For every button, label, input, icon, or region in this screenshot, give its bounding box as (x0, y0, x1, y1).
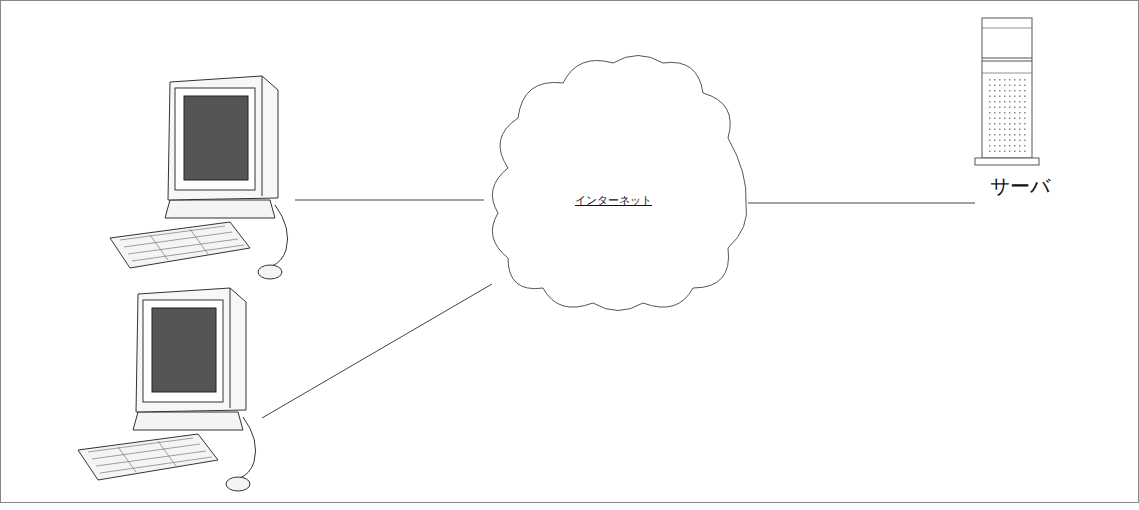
server-label: サーバ (990, 173, 1050, 200)
cloud-outline (478, 48, 748, 316)
computer-icon (78, 288, 256, 491)
cloud-label: インターネット (575, 193, 652, 208)
server-node: サーバ (975, 15, 1085, 215)
internet-cloud: インターネット (478, 48, 748, 316)
network-line (295, 200, 484, 201)
network-connector (748, 203, 975, 204)
network-line (262, 284, 492, 418)
computer-icon (110, 76, 288, 279)
server-icon (975, 15, 1039, 165)
